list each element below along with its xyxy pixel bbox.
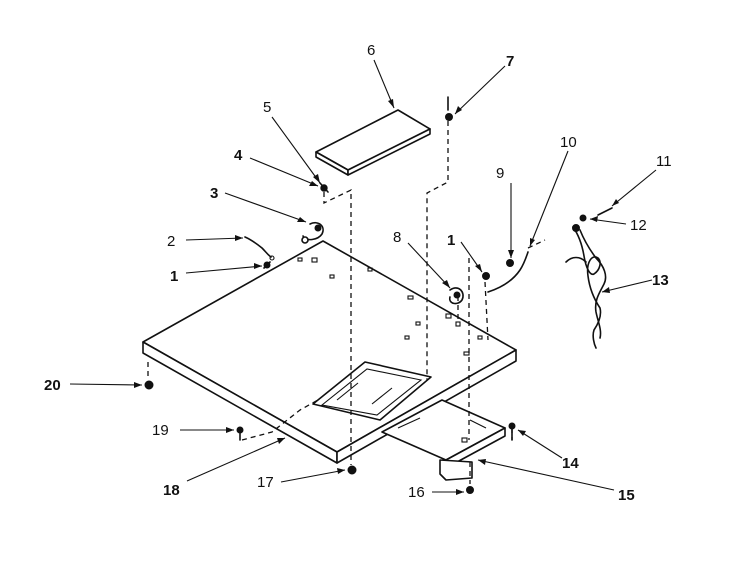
callout-15: 15 [618,487,635,504]
guide-lines [147,121,546,484]
callout-5: 5 [263,99,271,116]
callout-17: 17 [257,474,274,491]
callout-12: 12 [630,217,647,234]
leader-lines [69,59,657,495]
plate-opening [312,361,432,421]
callout-11: 11 [656,153,672,170]
underside-bracket [381,399,506,481]
callout-9: 9 [496,165,504,182]
callout-2: 2 [167,233,175,250]
callout-8: 8 [393,229,401,246]
power-cord [565,224,607,349]
callout-4: 4 [234,147,243,164]
callout-13: 13 [652,272,669,289]
callout-14: 14 [562,455,579,472]
cover-plate [315,109,431,176]
callout-16: 16 [408,484,425,501]
callout-20: 20 [44,377,61,394]
callout-labels: 1 1 2 3 4 5 6 7 8 9 10 11 12 13 14 15 16… [44,42,672,504]
callout-1-left: 1 [170,268,178,285]
callout-10: 10 [560,134,577,151]
hardware-parts [144,96,613,494]
callout-18: 18 [163,482,180,499]
callout-3: 3 [210,185,218,202]
base-plate [142,240,517,464]
callout-1-right: 1 [447,232,455,249]
callout-7: 7 [506,53,514,70]
callout-6: 6 [367,42,375,59]
callout-19: 19 [152,422,169,439]
